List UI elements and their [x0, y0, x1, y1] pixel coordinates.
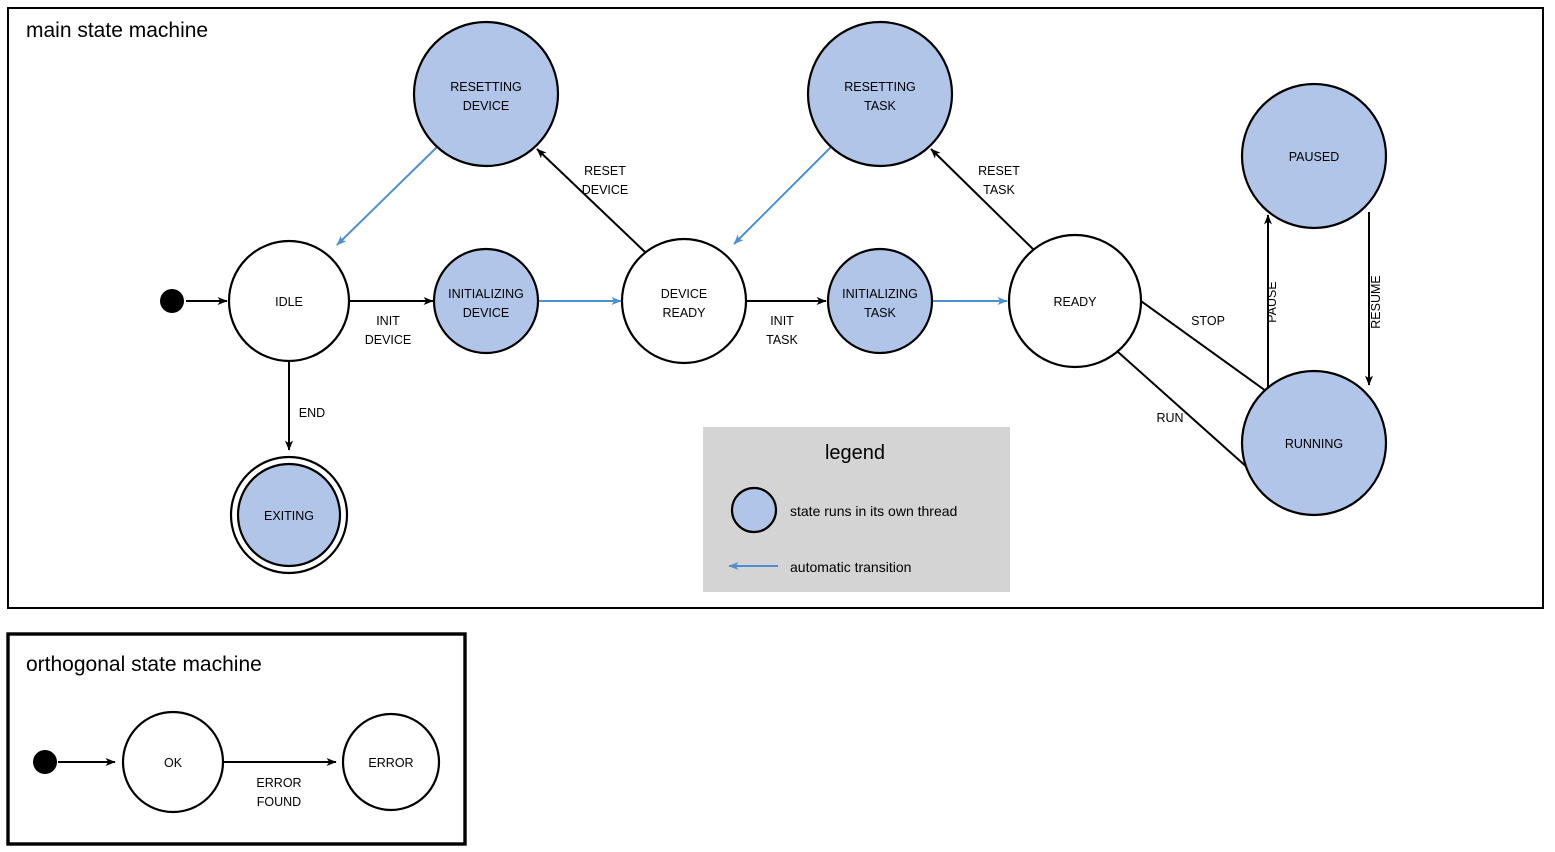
transition-label-reset-task-line2: TASK: [983, 183, 1015, 197]
state-node-exiting[interactable]: [236, 462, 342, 568]
transition-label-init-task-line1: INIT: [770, 314, 794, 328]
transition-label-init-device-line1: INIT: [376, 314, 400, 328]
transition-running-ready: [1126, 290, 1267, 392]
transition-label-error-found-line2: FOUND: [257, 795, 301, 809]
transition-label-error-found-line1: ERROR: [256, 776, 301, 790]
transition-label-pause: PAUSE: [1265, 281, 1279, 322]
transition-resetting-device-idle: [336, 146, 438, 246]
state-label-initializing-task-line2: TASK: [864, 306, 896, 320]
state-label-paused: PAUSED: [1289, 150, 1339, 164]
transition-label-init-device-line2: DEVICE: [365, 333, 412, 347]
state-label-resetting-task-line2: TASK: [864, 99, 896, 113]
initial-state-dot-main: [160, 289, 184, 313]
transition-device-ready-resetting-device: [536, 148, 646, 253]
main-frame-box: [7, 7, 1544, 609]
state-node-resetting-task[interactable]: [806, 20, 954, 168]
transition-label-stop: STOP: [1191, 314, 1225, 328]
state-node-initializing-task[interactable]: [826, 247, 934, 355]
state-label-initializing-device-line2: DEVICE: [463, 306, 510, 320]
state-node-initializing-device[interactable]: [432, 247, 540, 355]
transition-label-run: RUN: [1156, 411, 1183, 425]
transition-label-end: END: [299, 406, 325, 420]
state-label-initializing-task-line1: INITIALIZING: [842, 287, 918, 301]
state-label-ok: OK: [164, 756, 183, 770]
initial-state-dot-orthogonal: [33, 750, 57, 774]
legend-automatic-transition-label: automatic transition: [790, 559, 911, 575]
transition-label-init-task-line2: TASK: [766, 333, 798, 347]
transition-label-reset-device-line2: DEVICE: [582, 183, 629, 197]
state-node-paused[interactable]: [1240, 82, 1388, 230]
state-node-ok[interactable]: [121, 710, 225, 814]
state-label-exiting: EXITING: [264, 509, 314, 523]
legend-thread-state-icon: [730, 486, 778, 534]
orthogonal-frame-title: orthogonal state machine: [26, 653, 262, 676]
state-label-resetting-device-line1: RESETTING: [450, 80, 522, 94]
transition-label-reset-task-line1: RESET: [978, 164, 1020, 178]
state-node-running[interactable]: [1240, 369, 1388, 517]
state-label-resetting-device-line2: DEVICE: [463, 99, 510, 113]
state-label-device-ready-line2: READY: [662, 306, 706, 320]
orthogonal-frame-box: [6, 632, 467, 846]
main-frame-title: main state machine: [26, 19, 208, 42]
transition-resetting-task-device-ready: [733, 146, 832, 245]
legend-title: legend: [825, 442, 885, 464]
state-node-ready[interactable]: [1007, 233, 1143, 369]
state-label-initializing-device-line1: INITIALIZING: [448, 287, 524, 301]
state-label-ready: READY: [1053, 295, 1097, 309]
transition-label-reset-device-line1: RESET: [584, 164, 626, 178]
state-node-device-ready[interactable]: [620, 237, 748, 365]
state-node-error[interactable]: [341, 712, 441, 812]
transition-ready-running: [1117, 351, 1259, 478]
state-label-device-ready-line1: DEVICE: [661, 287, 708, 301]
transition-label-resume: RESUME: [1369, 275, 1383, 328]
state-label-running: RUNNING: [1285, 437, 1343, 451]
state-node-resetting-device[interactable]: [412, 20, 560, 168]
state-label-error: ERROR: [368, 756, 413, 770]
transition-ready-resetting-task: [930, 148, 1037, 253]
legend-thread-state-label: state runs in its own thread: [790, 503, 957, 519]
state-label-resetting-task-line1: RESETTING: [844, 80, 916, 94]
state-node-idle[interactable]: [227, 239, 351, 363]
state-label-idle: IDLE: [275, 295, 303, 309]
